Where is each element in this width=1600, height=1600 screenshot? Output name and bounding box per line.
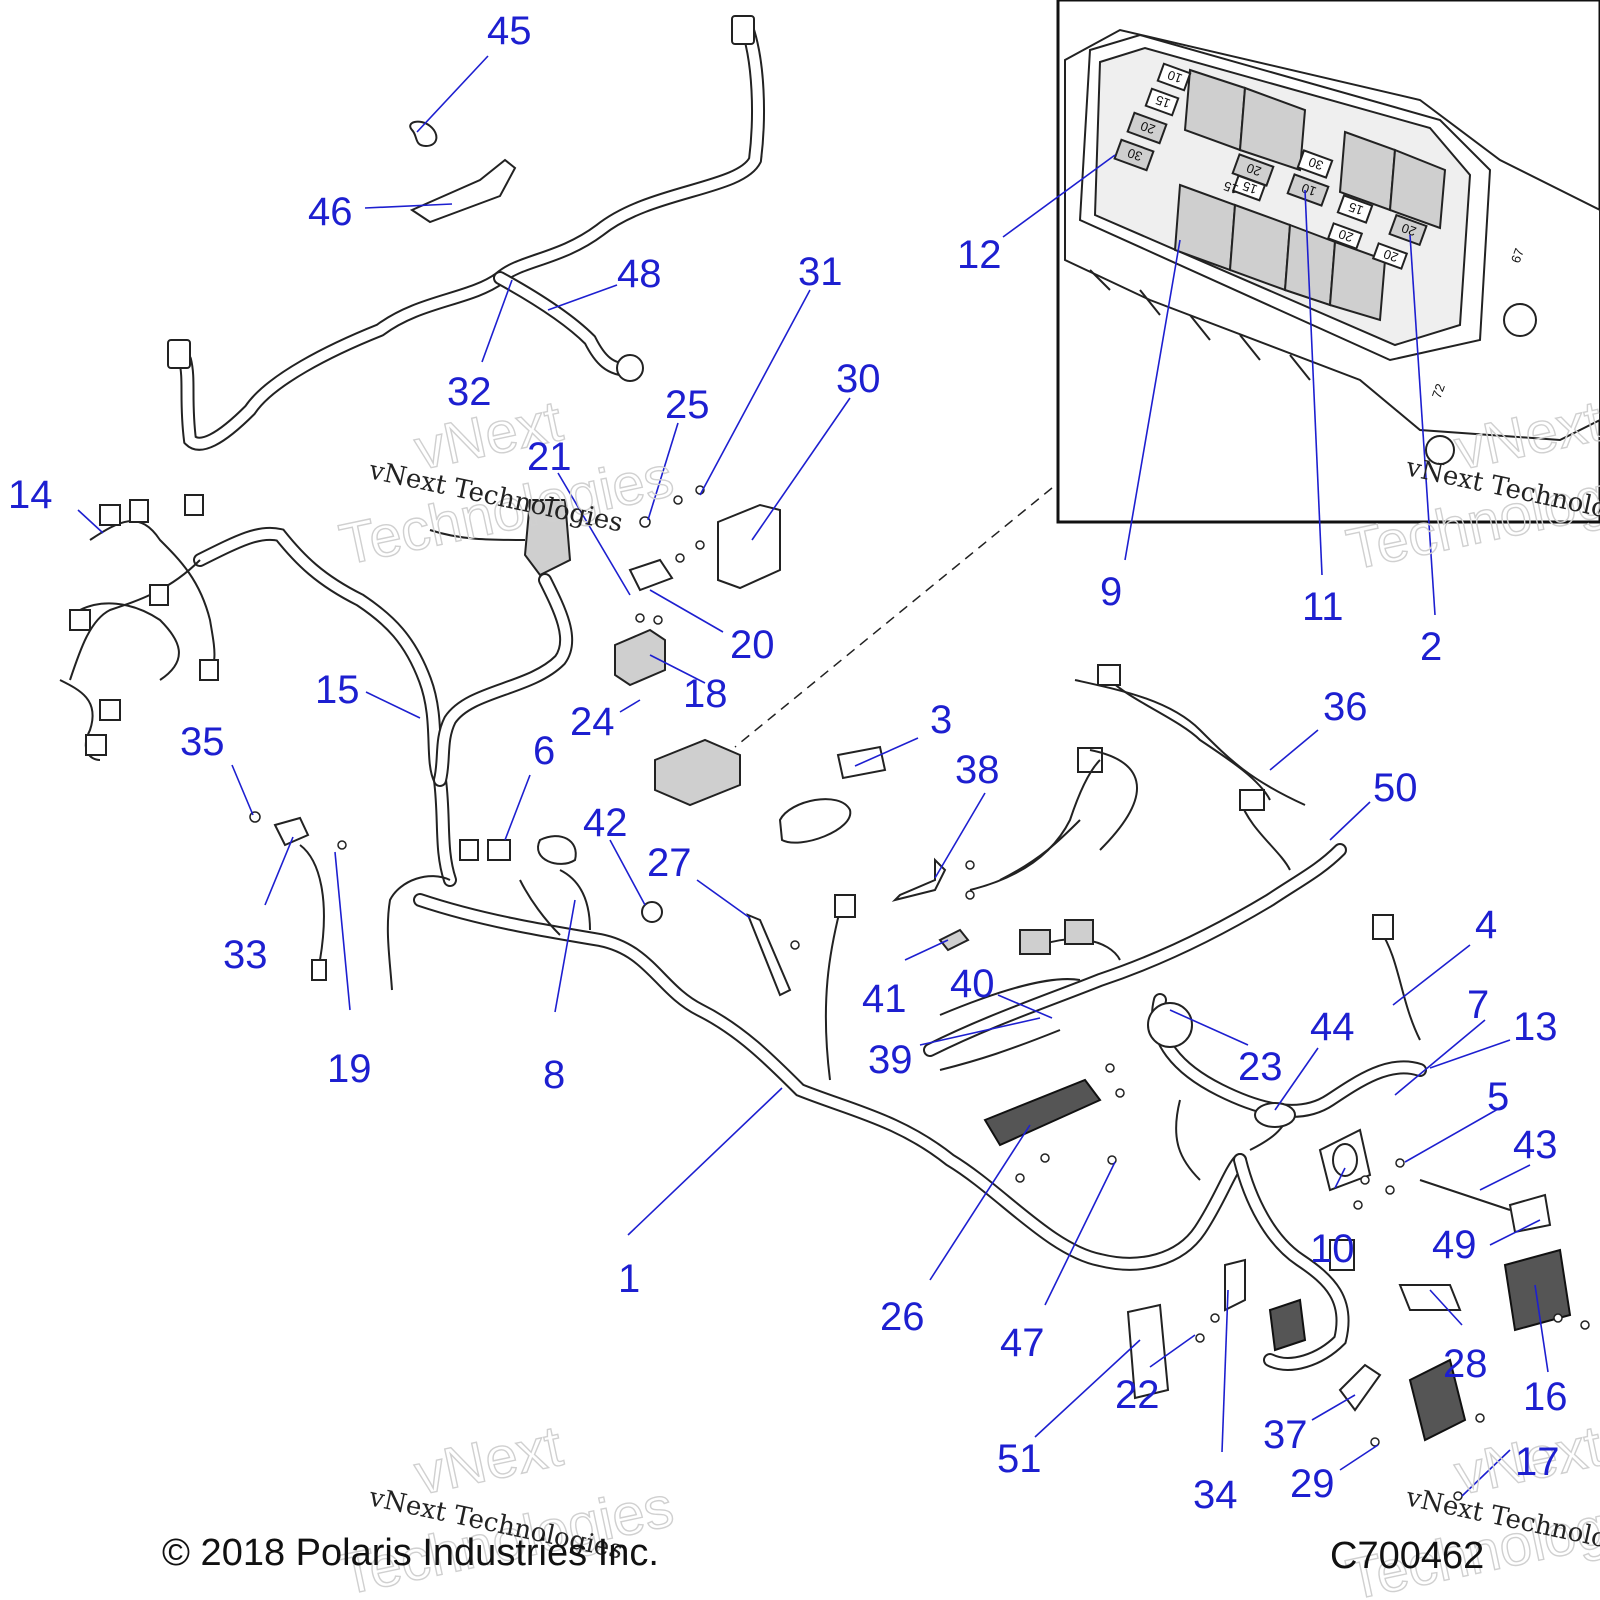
callout-51: 51 — [997, 1437, 1042, 1481]
callout-23: 23 — [1238, 1045, 1283, 1089]
callout-12: 12 — [957, 233, 1002, 277]
callout-39: 39 — [868, 1038, 913, 1082]
callout-41: 41 — [862, 977, 907, 1021]
callout-28: 28 — [1443, 1342, 1488, 1386]
fuse-slots — [1113, 62, 1428, 270]
callout-3: 3 — [930, 698, 952, 742]
fuse-rating-label: 10 — [1300, 180, 1319, 199]
fuse-rating-label: 10 — [1166, 67, 1185, 86]
callout-6: 6 — [533, 729, 555, 773]
housing-mark: 67 — [1508, 246, 1527, 265]
fuse-rating-label: 30 — [1307, 154, 1326, 173]
diagram-code: C700462 — [1330, 1535, 1484, 1577]
callout-27: 27 — [647, 841, 692, 885]
fuse-rating-label: 30 — [1126, 145, 1145, 164]
fuse-rating-label: 15 — [1154, 92, 1173, 111]
callout-13: 13 — [1513, 1005, 1558, 1049]
components — [249, 485, 1590, 1501]
callout-33: 33 — [223, 933, 268, 977]
fuse-rating-label: 15 — [1241, 178, 1260, 197]
callout-29: 29 — [1290, 1462, 1335, 1506]
callout-43: 43 — [1513, 1123, 1558, 1167]
callout-38: 38 — [955, 748, 1000, 792]
callout-15: 15 — [315, 668, 360, 712]
callout-7: 7 — [1467, 983, 1489, 1027]
callout-8: 8 — [543, 1053, 565, 1097]
callout-34: 34 — [1193, 1473, 1238, 1517]
callout-31: 31 — [798, 250, 843, 294]
callout-20: 20 — [730, 623, 775, 667]
callout-30: 30 — [836, 357, 881, 401]
callout-35: 35 — [180, 720, 225, 764]
leader-lines — [77, 55, 1549, 1497]
bracket-part-46 — [409, 158, 517, 224]
callout-45: 45 — [487, 9, 532, 53]
callout-47: 47 — [1000, 1321, 1045, 1365]
fuse-rating-label: 20 — [1245, 160, 1264, 179]
relay-block — [1173, 68, 1447, 322]
callout-24: 24 — [570, 700, 615, 744]
fuse-rating-label: 20 — [1139, 118, 1158, 137]
callout-14: 14 — [8, 473, 53, 517]
callout-5: 5 — [1487, 1075, 1509, 1119]
upper-sub-harness — [167, 15, 765, 451]
callout-32: 32 — [447, 370, 492, 414]
inset-pointer-line — [734, 487, 1053, 748]
fuse-rating-label: 20 — [1400, 220, 1419, 239]
callout-46: 46 — [308, 190, 353, 234]
main-chassis-harness — [386, 835, 1247, 1271]
callout-48: 48 — [617, 252, 662, 296]
callout-40: 40 — [950, 962, 995, 1006]
fuse-rating-label: 15 — [1347, 199, 1366, 218]
copyright-text: © 2018 Polaris Industries Inc. — [162, 1532, 659, 1574]
callout-4: 4 — [1475, 903, 1497, 947]
callout-21: 21 — [527, 435, 572, 479]
callout-25: 25 — [665, 383, 710, 427]
fuse-rating-label: 20 — [1382, 246, 1401, 265]
callout-1: 1 — [618, 1257, 640, 1301]
callout-37: 37 — [1263, 1413, 1308, 1457]
callout-42: 42 — [583, 801, 628, 845]
left-engine-harness — [59, 494, 574, 887]
fuse-rating-label: 20 — [1337, 226, 1356, 245]
fuse-rating-label: 15 — [1222, 178, 1241, 197]
callout-18: 18 — [683, 672, 728, 716]
callout-19: 19 — [327, 1047, 372, 1091]
housing-mark: 72 — [1429, 382, 1448, 401]
callout-22: 22 — [1115, 1373, 1160, 1417]
fuse-box-detail-inset: 10 15 20 30 20 15 10 30 15 20 20 20 15 6… — [1056, 0, 1600, 524]
callout-17: 17 — [1515, 1440, 1560, 1484]
callout-2: 2 — [1420, 625, 1442, 669]
clip-part-45 — [409, 120, 438, 148]
callout-11: 11 — [1302, 585, 1344, 629]
callout-26: 26 — [880, 1295, 925, 1339]
callout-49: 49 — [1432, 1223, 1477, 1267]
watermark-big: vNext — [409, 1413, 568, 1507]
part-number-callouts: 45 46 48 32 31 30 25 21 14 20 18 15 24 3… — [8, 9, 1568, 1517]
callout-50: 50 — [1373, 766, 1418, 810]
callout-36: 36 — [1323, 685, 1368, 729]
callout-16: 16 — [1523, 1375, 1568, 1419]
callout-10: 10 — [1310, 1227, 1355, 1271]
callout-9: 9 — [1100, 570, 1122, 614]
callout-44: 44 — [1310, 1005, 1355, 1049]
